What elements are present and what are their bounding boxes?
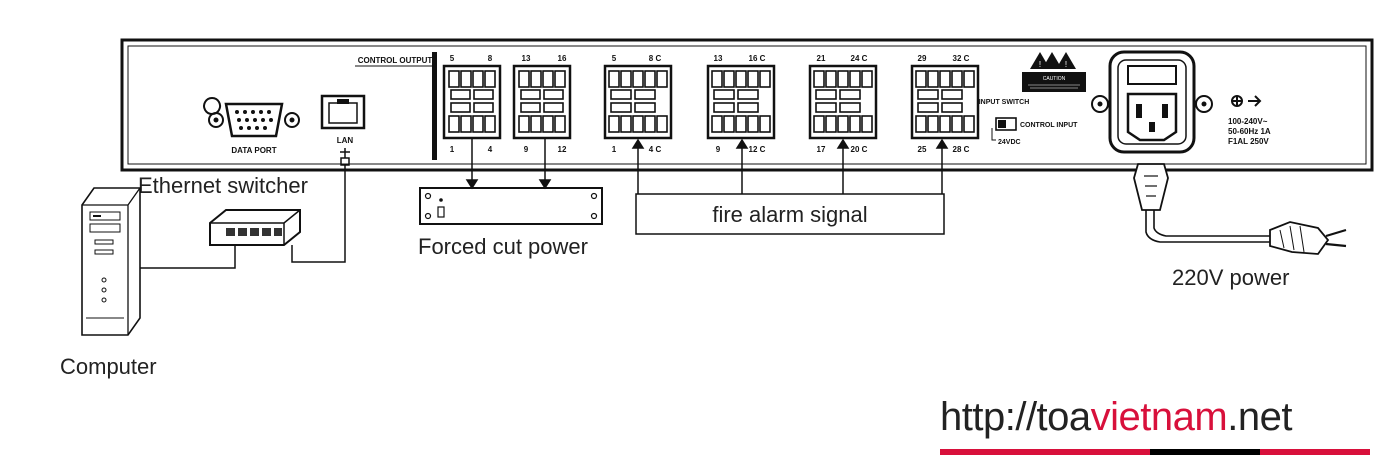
power-rating-line-1: 100-240V~ [1228, 117, 1268, 126]
output-2-bottom-right: 12 [558, 145, 567, 154]
input-terminal-block-2: 13 16 C 9 12 C [706, 54, 776, 154]
input-terminal-block-3: 21 24 C 17 20 C [808, 54, 878, 154]
input-3-bottom-right: 20 C [851, 145, 868, 154]
input-1-bottom-left: 1 [612, 145, 617, 154]
output-terminal-block-2: 13 16 9 12 [512, 54, 572, 154]
ethernet-switcher-label: Ethernet switcher [138, 173, 308, 198]
ethernet-switch [209, 209, 301, 246]
input-terminal-block-4: 29 32 C 25 28 C [910, 54, 980, 154]
output-1-top-right: 8 [488, 54, 493, 63]
forced-cut-power-label: Forced cut power [418, 234, 588, 259]
output-2-bottom-left: 9 [524, 145, 529, 154]
input-switch-label: INPUT SWITCH [979, 99, 1030, 106]
forced-cut-power-device [419, 187, 603, 225]
control-output-label: CONTROL OUTPUT [358, 56, 433, 65]
input-2-top-left: 13 [714, 54, 723, 63]
input-3-top-right: 24 C [851, 54, 868, 63]
computer-label: Computer [60, 354, 157, 379]
lan-port: LAN [320, 94, 366, 166]
computer-tower [81, 187, 141, 336]
power-rating-line-3: F1AL 250V [1228, 137, 1269, 146]
watermark-prefix: http://toa [940, 395, 1091, 439]
output-1-bottom-right: 4 [488, 145, 493, 154]
power-220v-label: 220V power [1172, 265, 1289, 290]
control-input-label: CONTROL INPUT [1020, 122, 1078, 129]
lan-label: LAN [337, 136, 354, 145]
vdc-label: 24VDC [998, 139, 1021, 146]
input-3-bottom-left: 17 [817, 145, 826, 154]
caution-text: CAUTION [1043, 76, 1066, 82]
input-4-bottom-right: 28 C [953, 145, 970, 154]
watermark-underline [940, 449, 1370, 455]
data-port-label: DATA PORT [231, 146, 276, 155]
input-2-bottom-left: 9 [716, 145, 721, 154]
input-4-top-left: 29 [918, 54, 927, 63]
caution-label-block: ! ! CAUTION [1022, 52, 1086, 92]
fire-alarm-signal-label: fire alarm signal [712, 202, 867, 227]
power-rating-line-2: 50-60Hz 1A [1228, 127, 1271, 136]
input-1-top-right: 8 C [649, 54, 662, 63]
output-1-top-left: 5 [450, 54, 455, 63]
input-4-top-right: 32 C [953, 54, 970, 63]
power-inlet [1091, 50, 1213, 154]
watermark-suffix: .net [1227, 395, 1292, 439]
network-cables [132, 165, 346, 269]
svg-text:!: ! [1039, 60, 1041, 69]
input-1-top-left: 5 [612, 54, 617, 63]
watermark-text: http://toavietnam.net [940, 393, 1370, 441]
input-2-bottom-right: 12 C [749, 145, 766, 154]
power-plug [1269, 221, 1347, 255]
input-terminal-block-1: 5 8 C 1 4 C [603, 54, 673, 154]
output-1-bottom-left: 1 [450, 145, 455, 154]
power-cord [1133, 163, 1272, 243]
input-arrows [631, 138, 949, 194]
ground-symbol [1231, 95, 1262, 107]
input-4-bottom-left: 25 [918, 145, 927, 154]
output-2-top-left: 13 [522, 54, 531, 63]
watermark-accent: vietnam [1090, 395, 1228, 439]
input-1-bottom-right: 4 C [649, 145, 662, 154]
fire-alarm-signal-box [635, 193, 945, 235]
device-rear-panel: DATA PORT LAN CONTROL OUTPUT 5 8 1 [120, 38, 1374, 172]
input-3-top-left: 21 [817, 54, 826, 63]
input-2-top-right: 16 C [749, 54, 766, 63]
website-watermark: http://toavietnam.net [940, 393, 1370, 463]
svg-text:!: ! [1065, 60, 1067, 69]
data-port: DATA PORT [203, 97, 300, 155]
output-2-top-right: 16 [558, 54, 567, 63]
output-arrows [465, 138, 552, 190]
input-switch: INPUT SWITCH CONTROL INPUT 24VDC [979, 99, 1078, 146]
